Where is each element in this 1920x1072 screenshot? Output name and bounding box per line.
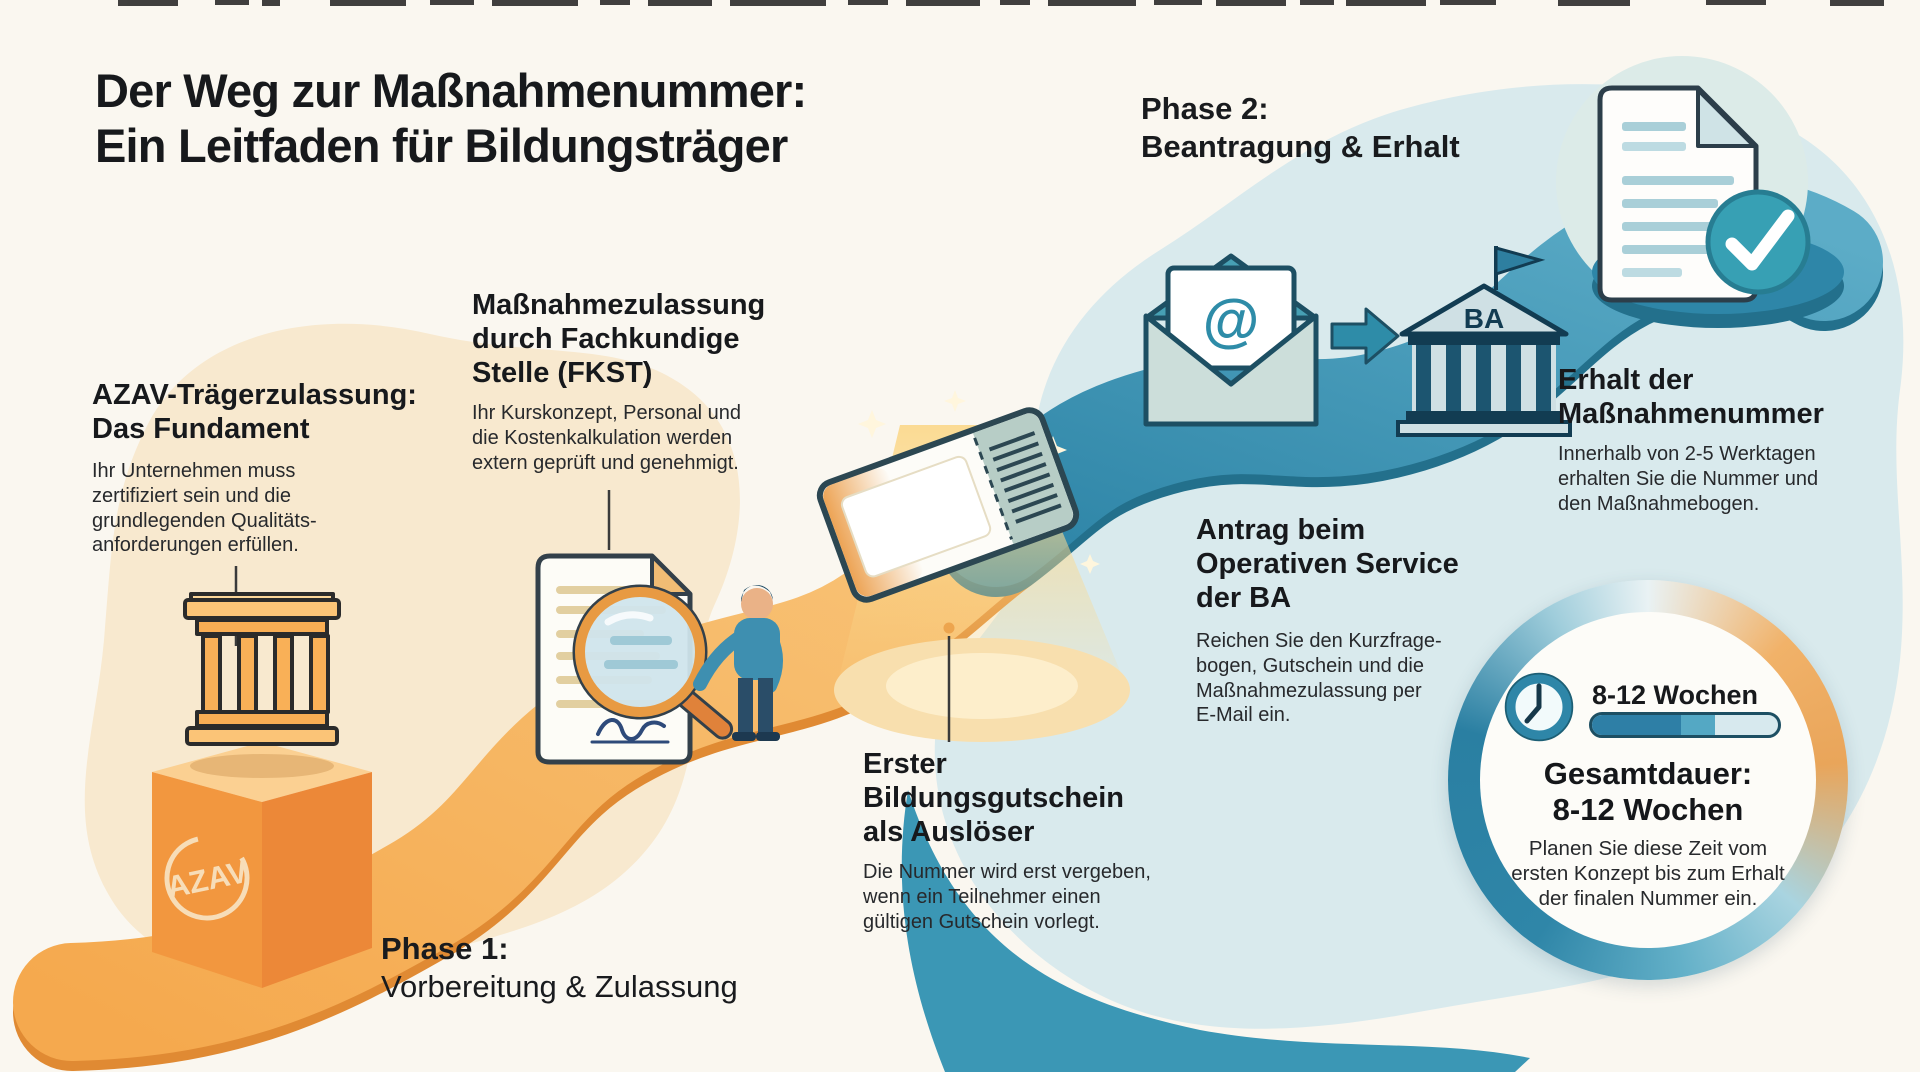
email-icon: @ [1143, 253, 1319, 427]
step-azav-heading: AZAV-Trägerzulassung: Das Fundament [92, 379, 417, 445]
step-fkst-heading: Maßnahmezulassung durch Fachkundige Stel… [472, 289, 766, 389]
step-azav-body: Ihr Unternehmen muss zertifiziert sein u… [92, 460, 317, 557]
teal-bottom-wave [901, 790, 1530, 1072]
total-duration-ring-inner [1480, 612, 1816, 948]
duration-progress-bar [1589, 712, 1781, 738]
checkmark-badge-icon [1705, 189, 1811, 295]
clock-icon [1504, 672, 1574, 742]
progress-bar-mid [1681, 715, 1715, 735]
azav-temple-icon: AZAV [152, 592, 372, 988]
voucher-ticket-icon [816, 407, 1080, 603]
duration-heading: Gesamtdauer: 8-12 Wochen [1543, 756, 1753, 827]
total-duration-ring [1448, 580, 1848, 980]
magnifier-icon [572, 584, 734, 740]
duration-badge-label: 8-12 Wochen [1592, 680, 1759, 710]
document-review-icon [535, 553, 783, 765]
phase1-label-bold: Phase 1: [381, 931, 509, 966]
bank-label: BA [1464, 303, 1504, 334]
step-fkst-body: Ihr Kurskonzept, Personal und die Kosten… [472, 402, 742, 474]
progress-bar-fill [1592, 715, 1682, 735]
signature-squiggle [596, 718, 666, 741]
step-antrag-heading: Antrag beim Operativen Service der BA [1196, 514, 1459, 614]
bank-icon: BA [1396, 246, 1572, 437]
step-gutschein-body: Die Nummer wird erst vergeben, wenn ein … [863, 861, 1151, 933]
phase2-label: Phase 2: Beantragung & Erhalt [1141, 91, 1460, 164]
duration-body: Planen Sie diese Zeit vom ersten Konzept… [1511, 837, 1785, 911]
phase1-label: Phase 1: Vorbereitung & Zulassung [381, 930, 738, 1006]
person-icon [693, 584, 783, 741]
step-erhalt-heading: Erhalt der Maßnahmenummer [1558, 364, 1824, 430]
arrow-right-icon [1330, 307, 1400, 365]
document-check-icon [1556, 56, 1844, 328]
infographic-title: Der Weg zur Maßnahmenummer: Ein Leitfade… [95, 64, 807, 172]
phase1-label-regular: Vorbereitung & Zulassung [381, 968, 738, 1004]
step-antrag-body: Reichen Sie den Kurzfrage- bogen, Gutsch… [1196, 630, 1442, 727]
cropped-top-banner [118, 0, 1884, 6]
step-erhalt-body: Innerhalb von 2-5 Werktagen erhalten Sie… [1558, 443, 1819, 515]
step-gutschein-heading: Erster Bildungsgutschein als Auslöser [863, 748, 1124, 848]
at-symbol: @ [1203, 288, 1260, 353]
